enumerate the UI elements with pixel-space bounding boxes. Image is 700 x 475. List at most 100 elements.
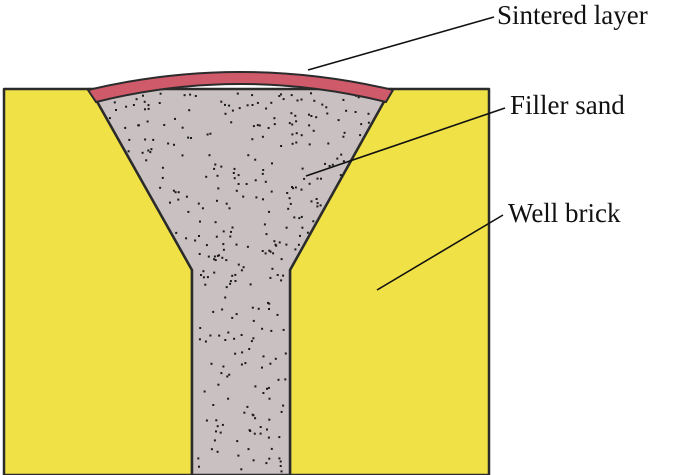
- sand-speckle: [143, 100, 146, 103]
- sand-speckle: [252, 414, 255, 417]
- sand-speckle: [271, 162, 273, 165]
- sand-speckle: [225, 202, 228, 205]
- sand-speckle: [198, 253, 201, 255]
- sand-speckle: [327, 142, 330, 145]
- sand-speckle: [237, 263, 240, 266]
- sand-speckle: [141, 151, 144, 154]
- sand-speckle: [256, 124, 259, 127]
- sand-speckle: [231, 226, 234, 229]
- sand-speckle: [294, 114, 297, 117]
- sand-speckle: [257, 307, 260, 310]
- sand-speckle: [282, 98, 285, 101]
- sand-speckle: [194, 95, 197, 97]
- sand-speckle: [231, 316, 234, 319]
- sand-speckle: [266, 387, 268, 390]
- sand-speckle: [224, 296, 227, 299]
- sand-speckle: [217, 383, 220, 386]
- sand-speckle: [177, 198, 180, 201]
- sand-speckle: [279, 460, 282, 463]
- sand-speckle: [221, 423, 224, 426]
- sand-speckle: [328, 165, 331, 167]
- sand-speckle: [213, 271, 216, 274]
- sand-speckle: [252, 337, 255, 340]
- sand-speckle: [294, 186, 297, 189]
- sand-speckle: [340, 153, 343, 156]
- sand-speckle: [291, 133, 294, 136]
- sand-speckle: [147, 107, 150, 110]
- sand-speckle: [205, 175, 208, 178]
- sand-speckle: [278, 457, 281, 460]
- leader-line-well-brick: [376, 214, 504, 291]
- sand-speckle: [261, 250, 264, 252]
- sand-speckle: [221, 308, 224, 311]
- sand-speckle: [229, 282, 232, 285]
- sand-speckle: [284, 378, 287, 381]
- sand-speckle: [280, 410, 283, 413]
- sand-speckle: [310, 200, 313, 203]
- sand-speckle: [282, 274, 285, 277]
- sand-speckle: [216, 199, 218, 202]
- sand-speckle: [269, 250, 272, 253]
- label-filler-sand: Filler sand: [510, 90, 625, 120]
- sand-speckle: [147, 104, 150, 107]
- sand-speckle: [233, 337, 236, 340]
- sand-speckle: [205, 244, 208, 247]
- sand-speckle: [321, 103, 324, 106]
- sand-speckle: [308, 124, 311, 127]
- sand-speckle: [249, 283, 252, 286]
- sand-speckle: [270, 190, 273, 193]
- sand-speckle: [251, 94, 254, 97]
- sand-speckle: [285, 243, 288, 246]
- sand-speckle: [252, 319, 255, 322]
- sand-speckle: [144, 138, 147, 141]
- sand-speckle: [220, 165, 223, 168]
- sand-speckle: [177, 191, 180, 194]
- sand-speckle: [241, 351, 244, 354]
- sand-speckle: [161, 176, 164, 179]
- sand-speckle: [284, 352, 287, 355]
- sand-speckle: [300, 134, 303, 137]
- sand-speckle: [169, 201, 171, 204]
- sand-speckle: [297, 243, 300, 246]
- sand-speckle: [202, 270, 205, 273]
- sand-speckle: [285, 226, 288, 229]
- sand-speckle: [225, 286, 228, 289]
- sand-speckle: [214, 259, 217, 262]
- sand-speckle: [254, 179, 257, 182]
- sand-speckle: [299, 234, 301, 237]
- sand-speckle: [202, 276, 205, 279]
- sand-speckle: [269, 362, 272, 365]
- sand-speckle: [367, 121, 370, 124]
- sand-speckle: [204, 283, 207, 286]
- sand-speckle: [226, 375, 229, 378]
- sand-speckle: [360, 123, 363, 126]
- sand-speckle: [181, 126, 184, 129]
- sand-speckle: [342, 160, 345, 163]
- sand-speckle: [259, 432, 262, 435]
- sand-speckle: [219, 431, 222, 434]
- sand-speckle: [354, 111, 357, 113]
- sand-speckle: [158, 102, 161, 104]
- sand-speckle: [290, 112, 293, 115]
- sand-speckle: [240, 468, 243, 471]
- sand-speckle: [261, 366, 263, 369]
- sand-speckle: [163, 124, 166, 126]
- sand-speckle: [145, 159, 148, 162]
- sand-speckle: [234, 273, 237, 276]
- sand-speckle: [282, 328, 285, 331]
- sand-speckle: [265, 462, 268, 465]
- sand-speckle: [217, 187, 220, 190]
- sand-speckle: [197, 457, 200, 460]
- sand-speckle: [293, 216, 296, 219]
- label-well-brick: Well brick: [508, 198, 621, 228]
- sand-speckle: [280, 145, 283, 147]
- sand-speckle: [336, 157, 339, 160]
- sand-speckle: [266, 428, 268, 431]
- sand-speckle: [320, 177, 322, 180]
- sand-speckle: [228, 373, 231, 376]
- sand-speckle: [259, 426, 262, 428]
- sand-speckle: [229, 235, 232, 238]
- sand-speckle: [213, 167, 216, 170]
- sand-speckle: [197, 202, 200, 205]
- sand-speckle: [221, 256, 224, 259]
